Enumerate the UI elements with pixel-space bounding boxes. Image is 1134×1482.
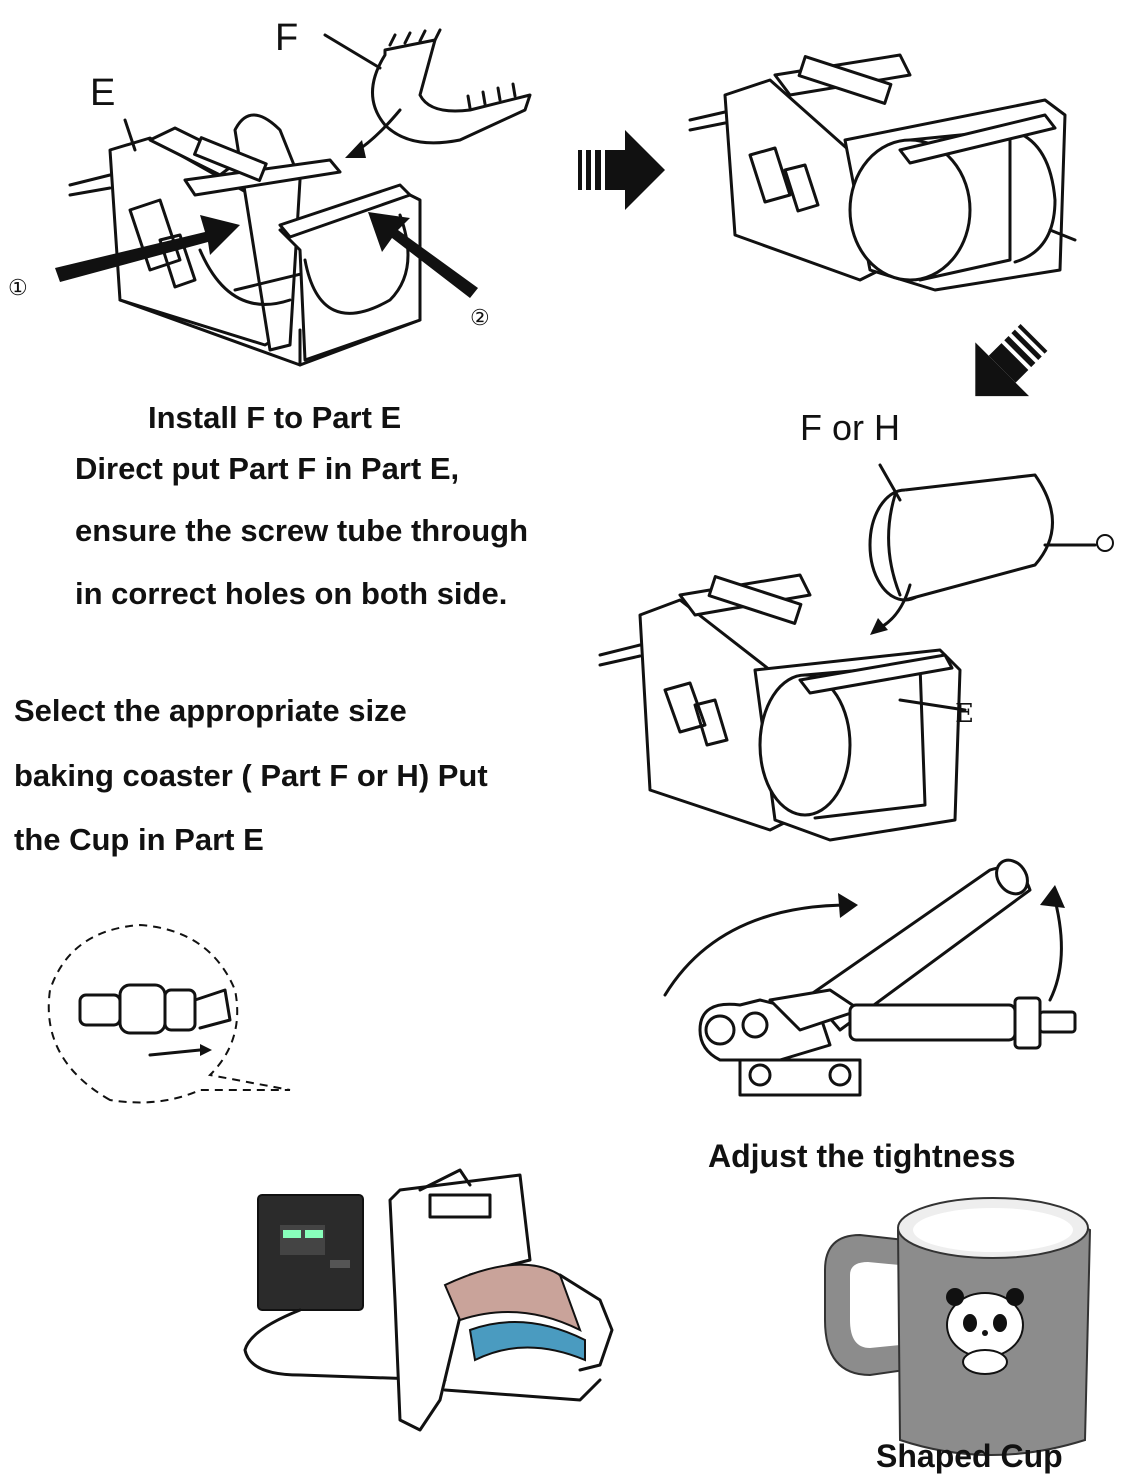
step1-line-2: ensure the screw tube through (75, 513, 529, 548)
step1-line-1: Direct put Part F in Part E, (75, 451, 460, 486)
label-part-e-small: E (955, 699, 974, 729)
figure-shaped-cup (824, 1197, 1092, 1456)
step1-line-3: in correct holes on both side. (75, 576, 508, 611)
caption-shaped-cup: Shaped Cup (876, 1438, 1063, 1474)
figure-install-f-to-e (55, 28, 532, 367)
figure-zoom-detail (47, 923, 291, 1104)
caption-adjust-tightness: Adjust the tightness (708, 1138, 1016, 1174)
marker-1: ① (8, 276, 28, 301)
step2-line-3: the Cup in Part E (14, 822, 264, 857)
marker-2: ② (470, 306, 490, 331)
panda-icon (946, 1288, 1024, 1375)
label-f-or-h: F or H (800, 407, 901, 448)
label-part-e: E (90, 72, 115, 114)
figure-coaster-into-e (598, 463, 1114, 842)
step2-line-1: Select the appropriate size (14, 693, 407, 728)
label-part-f: F (275, 17, 298, 59)
step2-line-2: baking coaster ( Part F or H) Put (14, 758, 488, 793)
figure-f-installed (688, 53, 1077, 292)
figure-heat-press-machine (243, 1168, 614, 1432)
arrow-right-icon (578, 130, 665, 210)
figure-toggle-clamp (663, 858, 1077, 1097)
arrow-down-left-icon (975, 323, 1048, 397)
step1-title: Install F to Part E (148, 400, 402, 435)
